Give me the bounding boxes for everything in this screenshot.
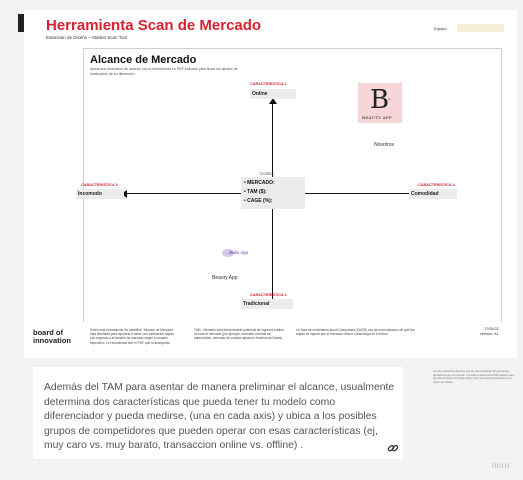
board-subtitle: Extensión de Diseño – Market Scan Tool [46,35,127,40]
characteristic-3-value[interactable]: Incomodo [76,189,124,199]
link-icon[interactable] [387,442,399,454]
team-label: Equipo: [434,26,448,31]
board-title: Herramienta Scan de Mercado [46,17,262,34]
center-header: Costos [260,171,275,176]
map-title: Alcance de Mercado [90,54,197,66]
team-input[interactable] [457,24,504,32]
arrow-up-icon [269,98,277,104]
sticky-note-text: Además del TAM para asentar de manera pr… [44,382,395,452]
market-scope-map[interactable]: Alcance de Mercado Ajusta sus dimensión … [76,48,502,327]
miro-watermark: miro [492,461,510,470]
logo-line-2: innovation [33,336,71,345]
market-line: • MERCADO: [244,180,275,186]
characteristic-3-label: CARACTERISTICA 3 [81,183,118,187]
competitor-beauty-app-label: Beauty App [212,275,238,281]
board-footer: board of innovation Sobre esta herramien… [24,322,517,358]
side-fine-print: La nota aclaratoria describe que las car… [433,370,514,384]
brand-name: BEAUTY APP [362,115,392,120]
footer-version: versión: A1 [480,332,499,336]
canvas-board[interactable]: Herramienta Scan de Mercado Extensión de… [24,10,517,327]
characteristic-2-label: CARACTERISTICA 2 [250,293,287,297]
characteristic-4-label: CARACTERISTICA 4 [418,183,455,187]
footer-date: 17/08/22 [484,327,499,331]
market-summary-box[interactable]: • MERCADO: • TAM ($): • CAGE (%): [241,177,305,209]
characteristic-4-value[interactable]: Comodidad [409,189,457,199]
characteristic-1-value[interactable]: Online [250,89,296,99]
board-of-innovation-logo: board of innovation [33,329,71,345]
footer-tam-text: TAM - Mercado total direccionable potenc… [194,328,284,341]
tam-line: • TAM ($): [244,189,267,195]
beauty-app-logo[interactable]: B ry BEAUTY APP [358,83,402,123]
bella-app-logo[interactable] [222,249,234,257]
characteristic-2-value[interactable]: Tradicional [241,299,293,309]
brand-small-text: ry [388,97,391,101]
footer-date-block: 17/08/22 versión: A1 [480,327,499,337]
brand-letter: B [370,85,390,115]
cage-line: • CAGE (%): [244,198,273,204]
footer-cagr-text: La Tasa de crecimiento Anual Compuesta (… [296,328,415,337]
arrow-left-icon [121,190,127,198]
characteristic-1-label: CARACTERISTICA 1 [250,82,287,86]
map-subtitle: Ajusta sus dimensión de alcance con la h… [90,67,238,76]
logo-line-1: board of [33,328,63,337]
competitor-nosotros-label: Nosotros [374,142,395,148]
frame-marker[interactable] [18,14,26,32]
bella-app-logo-text: Bella App [229,250,249,255]
footer-about-text: Sobre esta herramienta Se identifica "Al… [90,328,174,345]
sticky-note[interactable]: Además del TAM para asentar de manera pr… [33,367,403,459]
